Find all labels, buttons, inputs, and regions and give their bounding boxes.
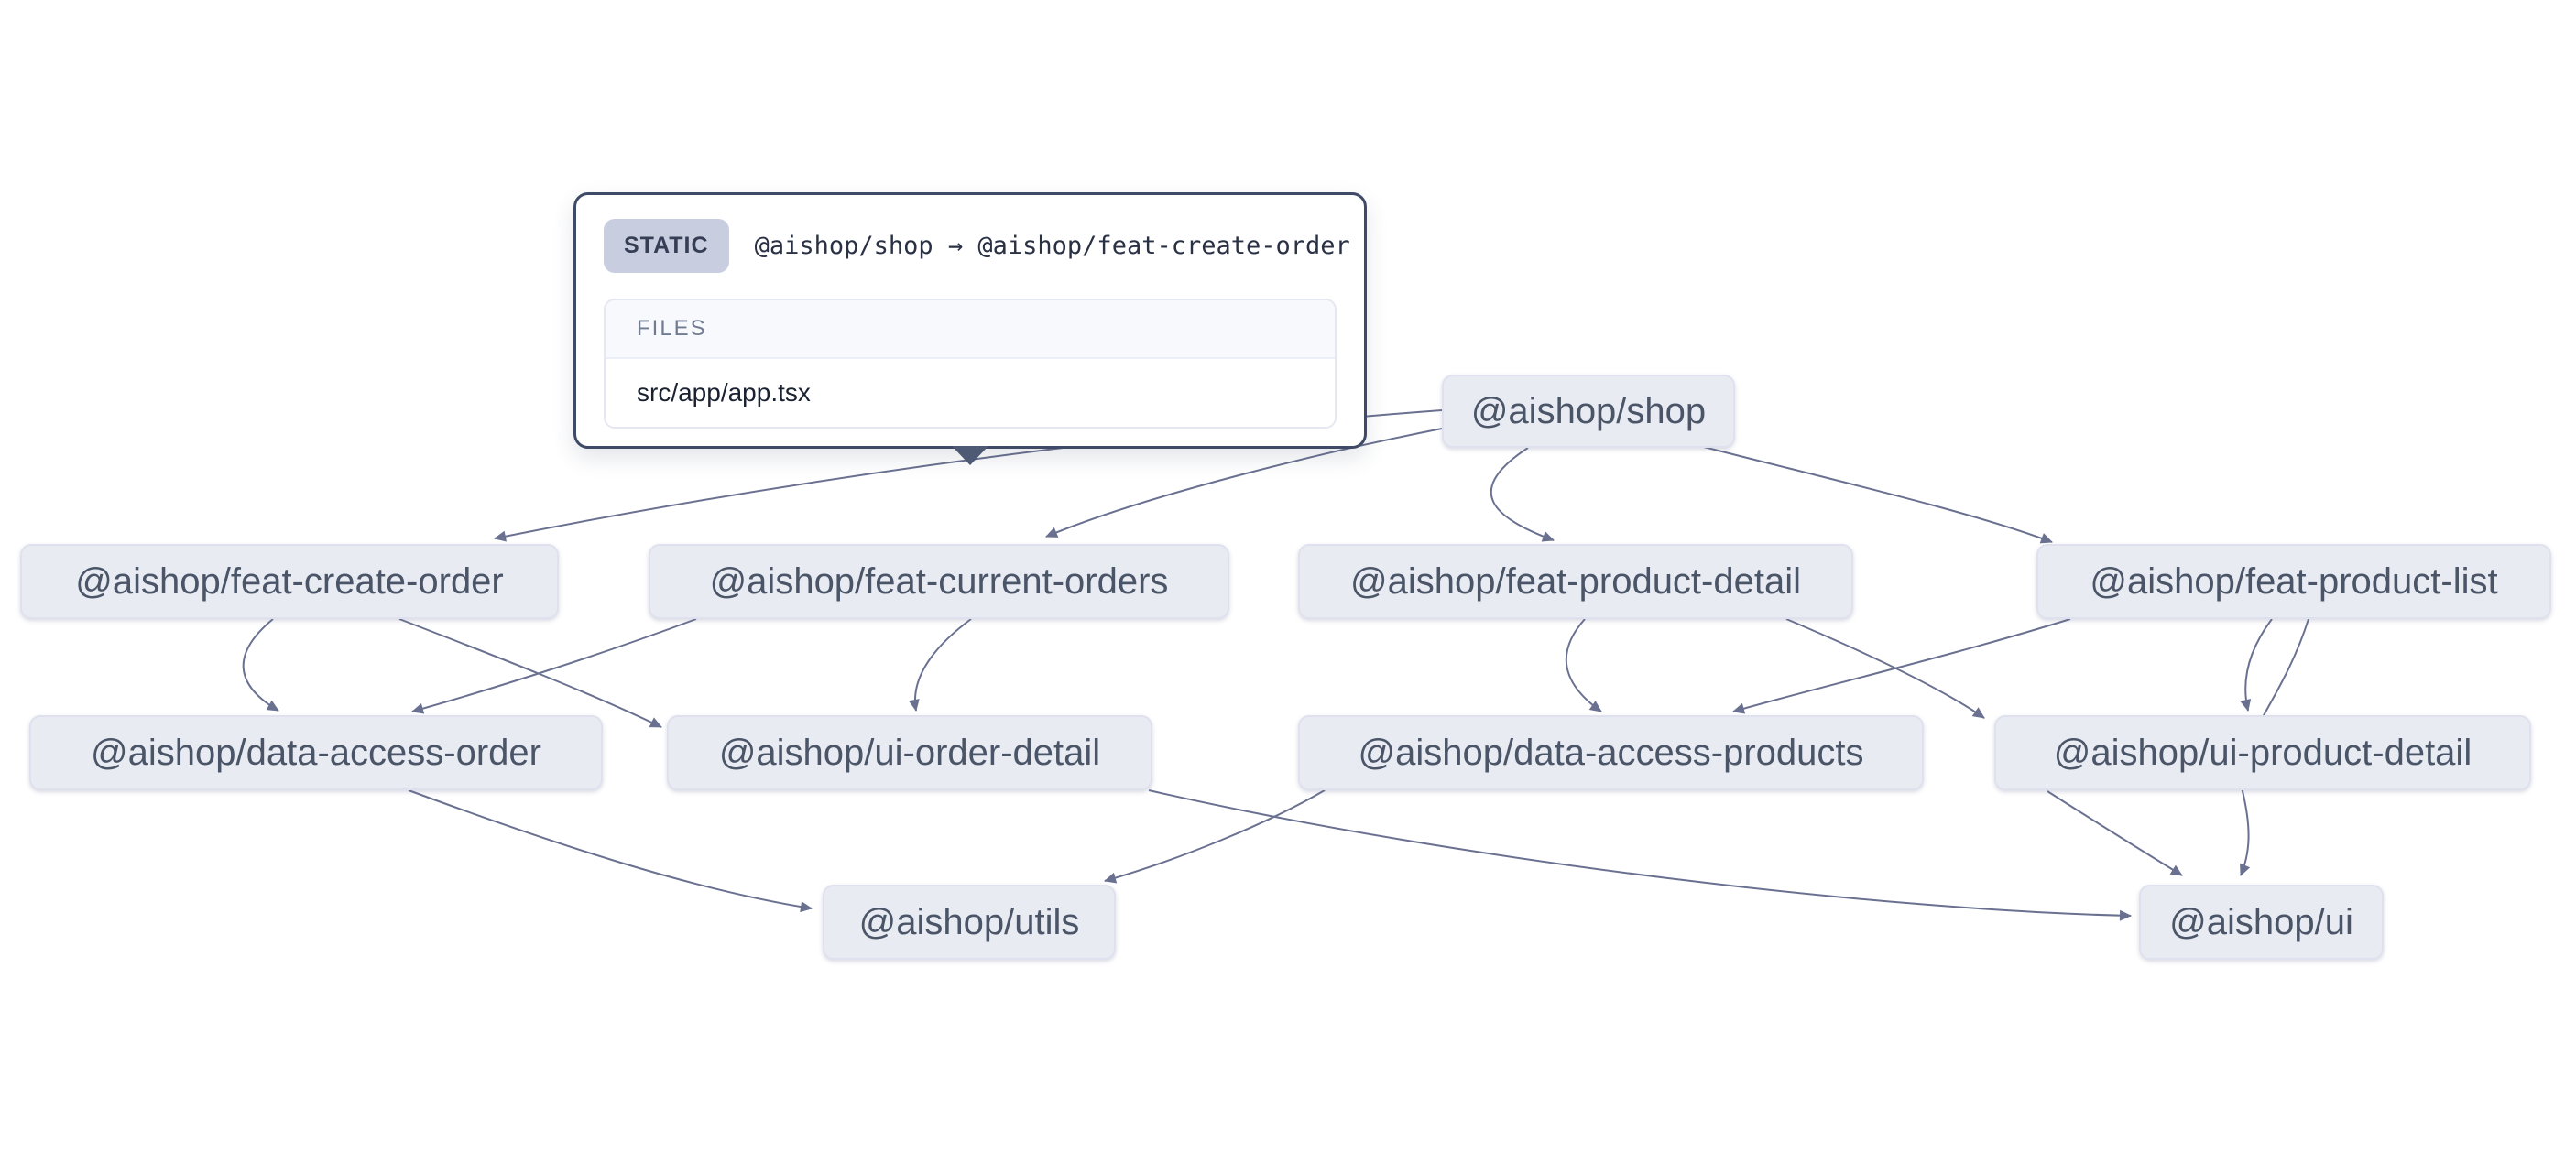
edge-shop-to-feat-current-orders[interactable] — [1045, 428, 1443, 538]
graph-node-data-access-order[interactable]: @aishop/data-access-order — [29, 715, 603, 790]
graph-node-data-access-products[interactable]: @aishop/data-access-products — [1298, 715, 1924, 790]
graph-node-ui-product-detail[interactable]: @aishop/ui-product-detail — [1994, 715, 2531, 790]
edge-shop-to-feat-product-detail[interactable] — [1490, 447, 1555, 542]
graph-node-shop[interactable]: @aishop/shop — [1442, 375, 1735, 448]
edge-feat-current-orders-to-ui-order-detail[interactable] — [908, 618, 972, 712]
edge-feat-product-list-to-ui-product-detail[interactable] — [2240, 618, 2273, 712]
edge-feat-product-detail-to-ui-product-detail[interactable] — [1785, 618, 1985, 719]
edge-ui-order-detail-to-ui[interactable] — [1148, 789, 2132, 921]
edge-feat-product-list-to-data-access-products[interactable] — [1732, 618, 2071, 714]
graph-node-utils[interactable]: @aishop/utils — [823, 885, 1116, 960]
graph-node-feat-create-order[interactable]: @aishop/feat-create-order — [20, 544, 559, 619]
files-header: FILES — [606, 300, 1335, 359]
edge-data-access-products-to-utils[interactable] — [1104, 789, 1326, 884]
file-path: src/app/app.tsx — [606, 359, 1335, 427]
graph-node-ui-order-detail[interactable]: @aishop/ui-order-detail — [667, 715, 1152, 790]
edge-title: @aishop/shop → @aishop/feat-create-order — [754, 232, 1350, 260]
files-panel: FILES src/app/app.tsx — [604, 299, 1337, 429]
edge-type-badge: STATIC — [604, 219, 729, 273]
edge-tooltip: STATIC @aishop/shop → @aishop/feat-creat… — [573, 192, 1367, 465]
graph-node-feat-current-orders[interactable]: @aishop/feat-current-orders — [649, 544, 1229, 619]
edge-shop-to-feat-product-list[interactable] — [1696, 444, 2053, 544]
edge-feat-product-detail-to-data-access-products[interactable] — [1565, 618, 1602, 712]
edge-feat-create-order-to-ui-order-detail[interactable] — [398, 618, 662, 728]
edge-feat-create-order-to-data-access-order[interactable] — [242, 618, 279, 712]
tooltip-caret-icon — [952, 446, 988, 465]
edge-data-access-order-to-utils[interactable] — [408, 789, 813, 913]
graph-node-ui[interactable]: @aishop/ui — [2139, 885, 2384, 960]
edge-ui-product-detail-to-ui[interactable] — [2047, 790, 2183, 876]
edge-feat-current-orders-to-data-access-order[interactable] — [411, 618, 697, 714]
tooltip-header: STATIC @aishop/shop → @aishop/feat-creat… — [604, 219, 1350, 273]
graph-node-feat-product-list[interactable]: @aishop/feat-product-list — [2036, 544, 2551, 619]
graph-node-feat-product-detail[interactable]: @aishop/feat-product-detail — [1298, 544, 1853, 619]
